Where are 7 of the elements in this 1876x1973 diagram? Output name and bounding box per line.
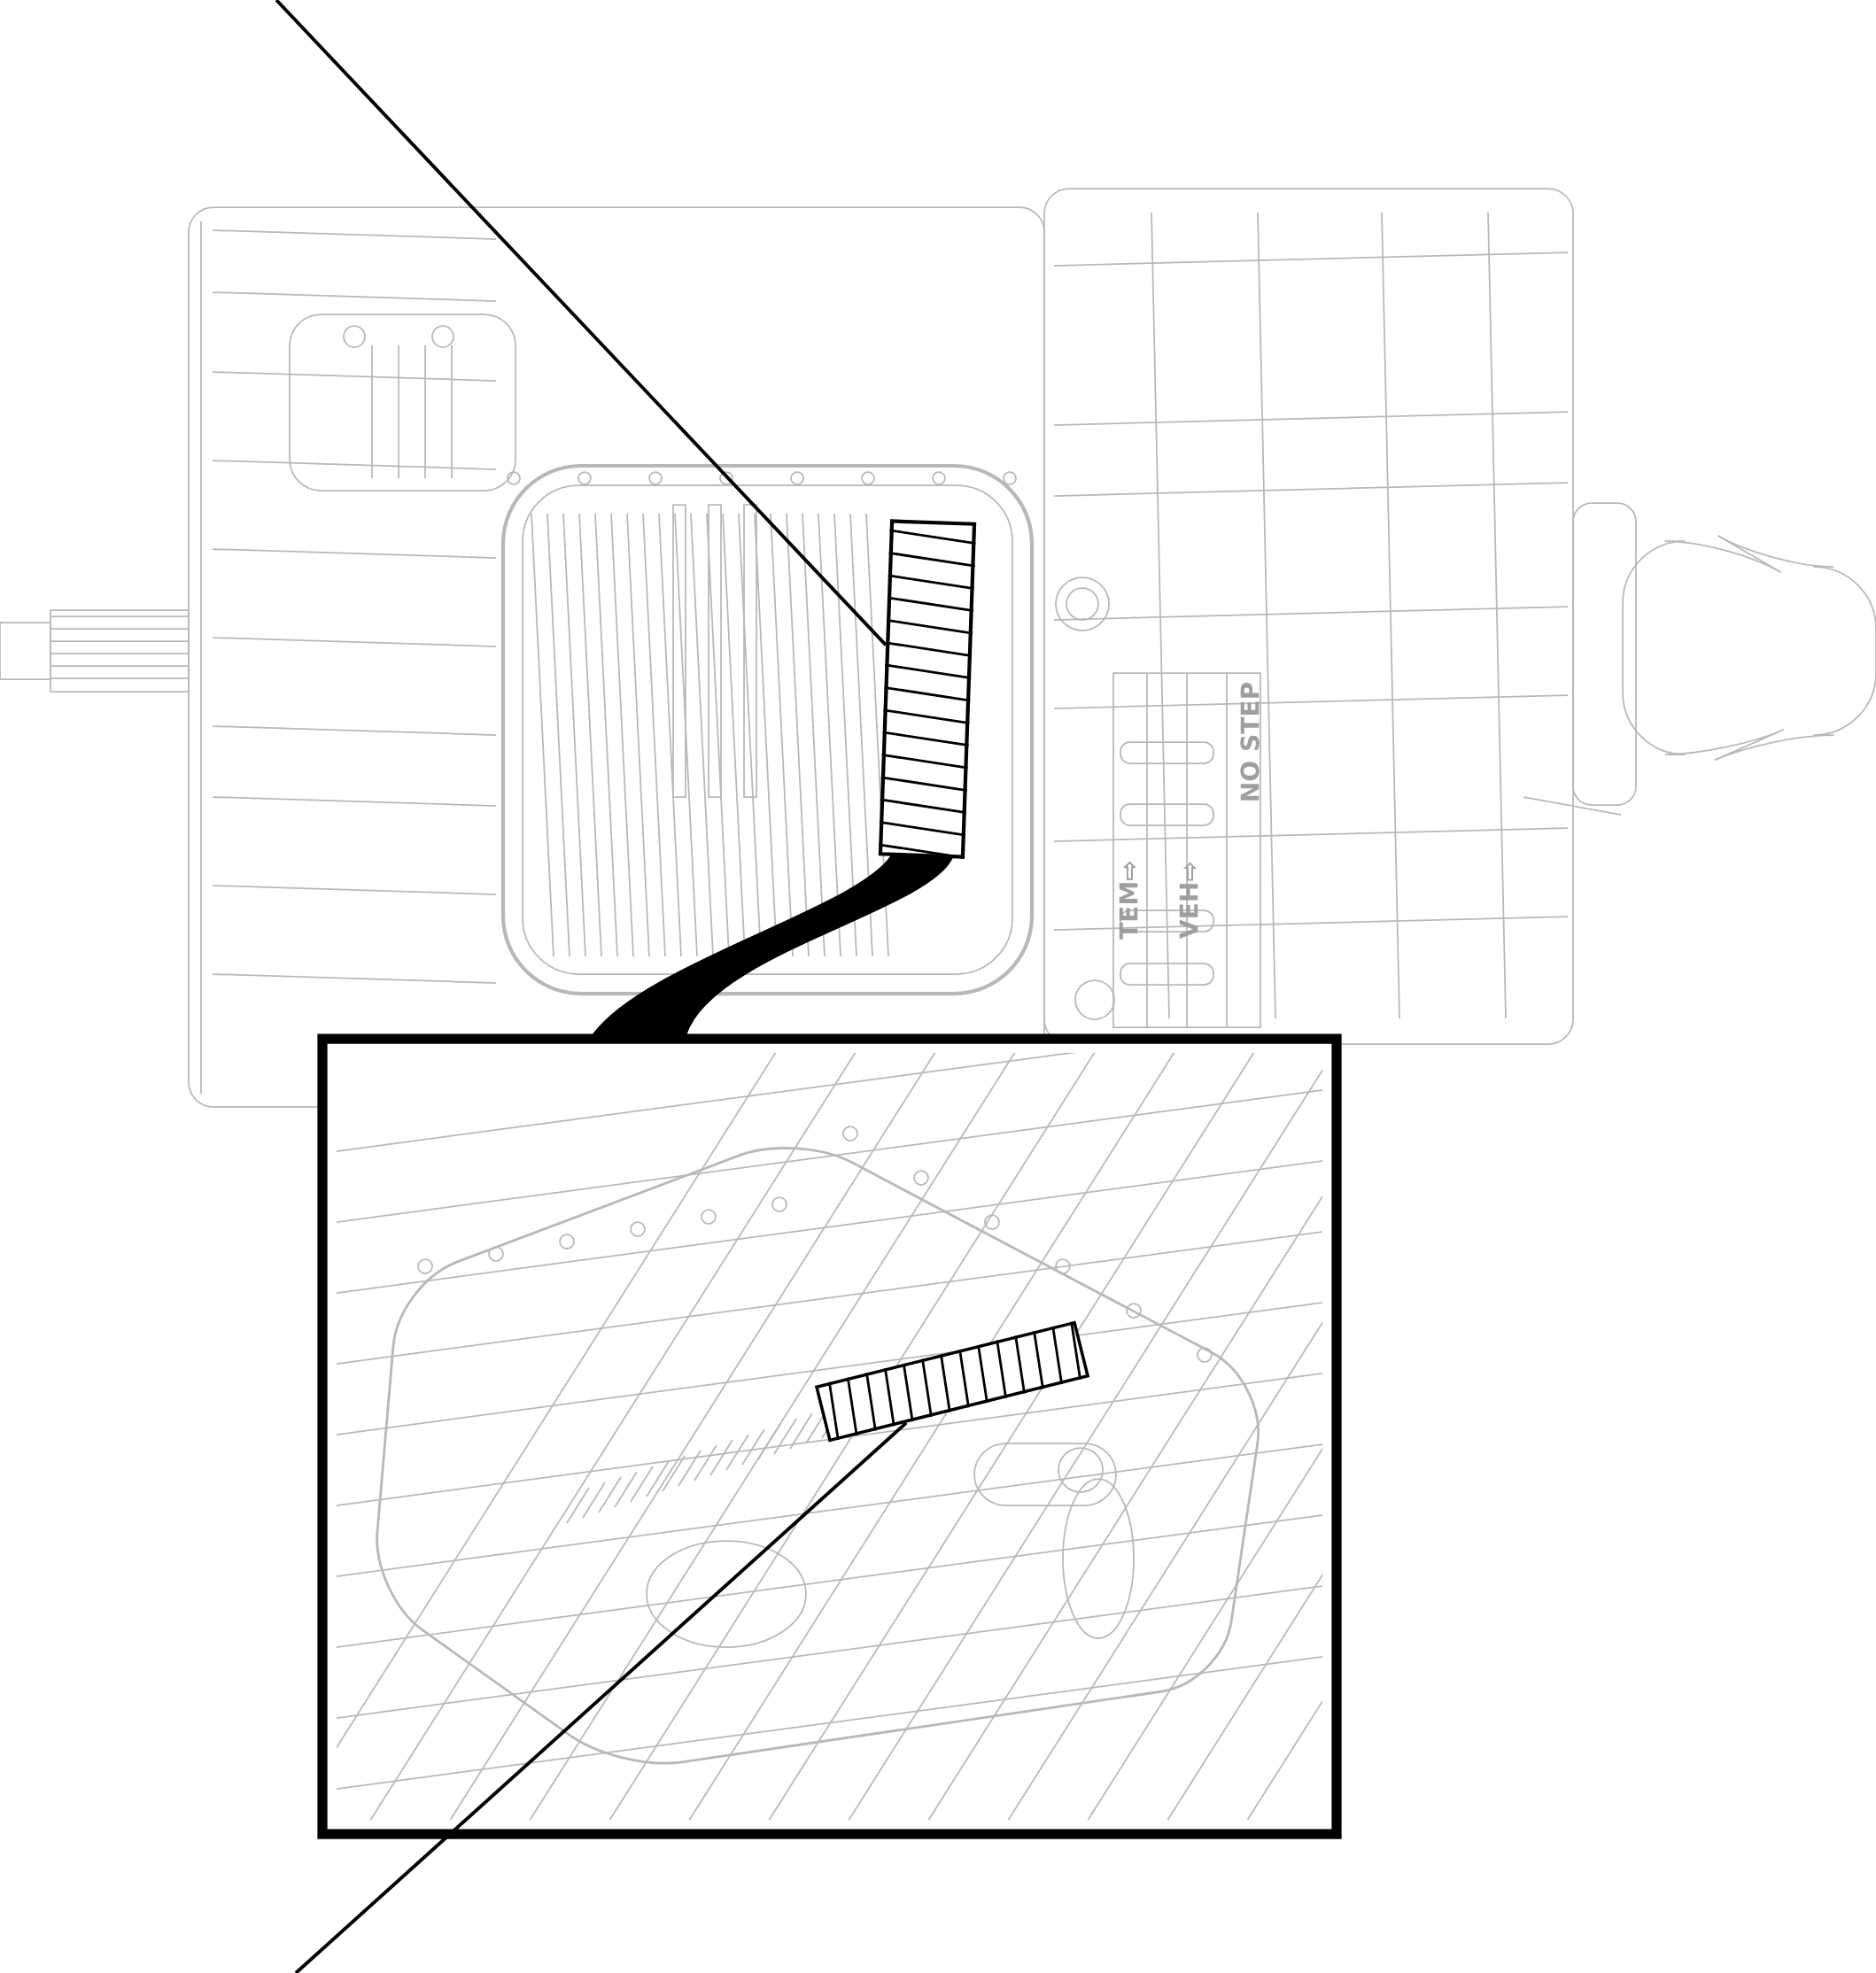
gear-drawing bbox=[878, 519, 977, 859]
housing-marking: NO STEP bbox=[1240, 682, 1260, 801]
callout-wedge bbox=[593, 855, 953, 1035]
leader-line bbox=[275, 0, 888, 646]
leader-line bbox=[294, 1421, 908, 1973]
housing-marking: TEM⇨ bbox=[1119, 861, 1138, 940]
housing-marking: VEH⇨ bbox=[1179, 862, 1198, 939]
